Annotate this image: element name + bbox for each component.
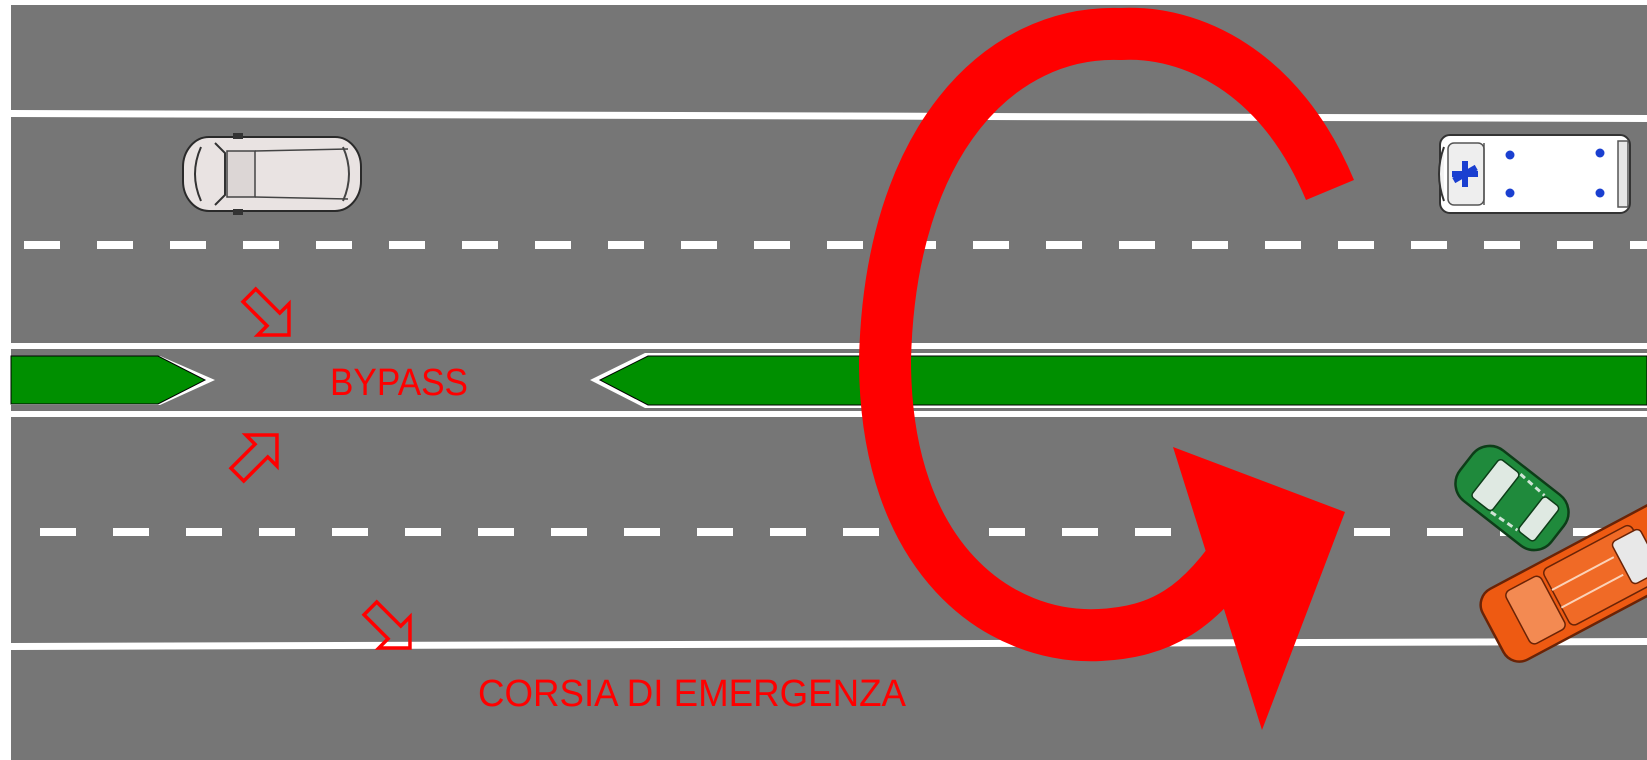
lane-dash [24,241,60,249]
lane-dash [1119,241,1155,249]
silver-car [182,133,362,215]
lane-dash [551,528,587,536]
lane-dash [608,241,644,249]
u-turn-arrow-icon [858,7,1354,730]
lane-dash [1062,528,1098,536]
lane-dash [1192,241,1228,249]
lane-dash [316,241,352,249]
median-bottom-line [11,411,1647,417]
lane-dash [770,528,806,536]
lane-dash [535,241,571,249]
lane-dash [1573,528,1609,536]
top-edge-line [11,110,1647,122]
lane-dash [624,528,660,536]
lane-dash [827,241,863,249]
lane-dash [186,528,222,536]
lane-dash [681,241,717,249]
lane-dash [170,241,206,249]
star-of-life-icon [1452,161,1478,187]
lane-dash [1265,241,1301,249]
lane-change-arrow-icon [228,433,279,484]
ambulance [1438,134,1631,214]
lane-dash [1135,528,1171,536]
lane-dash [989,528,1025,536]
bypass-label: BYPASS [330,362,468,404]
lane-dash [1338,241,1374,249]
lane-dash [332,528,368,536]
lane-dash [973,241,1009,249]
lane-dash [389,241,425,249]
lane-dash [243,241,279,249]
orange-car [1479,497,1647,663]
lane-dash [1630,241,1647,249]
lane-dash [1354,528,1390,536]
lane-dash [1557,241,1593,249]
lane-dash [478,528,514,536]
emergency-lane-label: CORSIA DI EMERGENZA [478,673,907,715]
lane-dash [97,241,133,249]
green-car [1454,444,1570,552]
lane-dash [697,528,733,536]
lane-dash [259,528,295,536]
lane-dash [1484,241,1520,249]
lane-dash [405,528,441,536]
lane-dash [1411,241,1447,249]
lane-dash [462,241,498,249]
lane-change-arrow-icon [361,599,412,650]
median-top-line [11,343,1647,349]
lane-dash [1427,528,1463,536]
lane-dash [843,528,879,536]
lane-dash [40,528,76,536]
lane-change-arrows [228,286,412,650]
lane-dash [754,241,790,249]
lane-change-arrow-icon [240,286,291,337]
lane-dash [1046,241,1082,249]
lane-dash [113,528,149,536]
